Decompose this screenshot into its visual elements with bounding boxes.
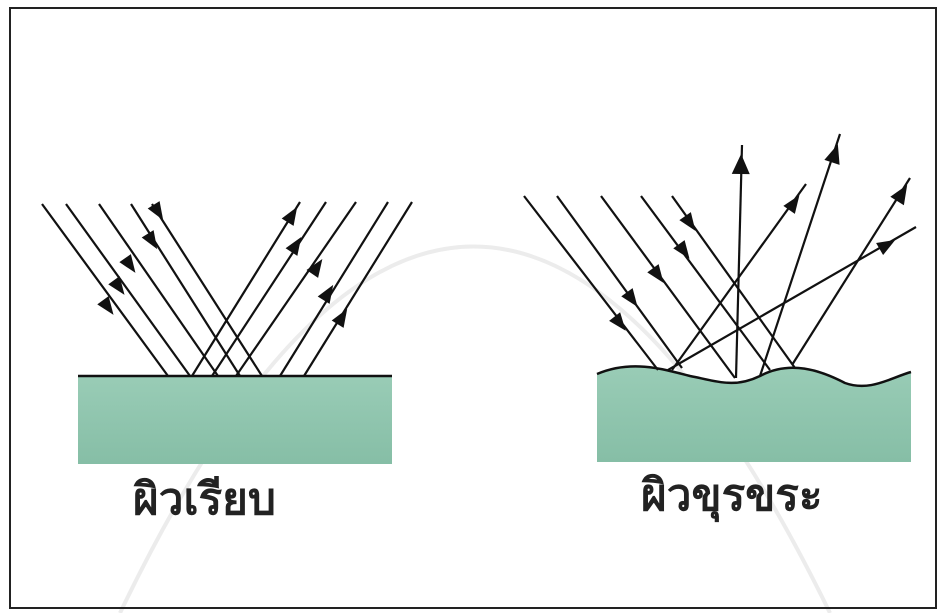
- arrowhead-icon: [306, 259, 323, 278]
- arrowhead-icon: [824, 144, 840, 165]
- smooth-reflected-rays: [191, 201, 413, 377]
- rough-incident-rays: [523, 195, 796, 379]
- rough-incident-ray: [640, 195, 771, 371]
- smooth-surface: [78, 374, 392, 464]
- smooth-reflected-ray: [235, 201, 357, 377]
- diagram-border: [9, 7, 937, 609]
- arrowhead-icon: [141, 230, 158, 250]
- arrowhead-icon: [285, 236, 302, 256]
- smooth-incident-ray: [151, 203, 263, 377]
- rough-surface-label: ผิวขุรขระ: [641, 470, 823, 521]
- rough-incident-ray: [523, 195, 659, 371]
- rough-arrowheads: [609, 144, 908, 331]
- arrowhead-icon: [890, 184, 908, 206]
- arrowhead-icon: [731, 154, 750, 175]
- rough-surface-block: [597, 366, 911, 462]
- arrowhead-icon: [621, 288, 638, 307]
- smooth-arrowheads: [97, 201, 348, 328]
- rough-scattered-ray: [734, 144, 744, 379]
- rough-scattered-ray: [667, 226, 917, 371]
- smooth-reflected-ray: [211, 201, 327, 377]
- smooth-incident-ray: [65, 203, 191, 377]
- smooth-reflected-ray: [191, 201, 301, 377]
- smooth-reflected-ray: [279, 201, 389, 377]
- smooth-incident-ray: [98, 203, 219, 377]
- rough-scattered-ray: [791, 177, 911, 366]
- smooth-incident-ray: [130, 203, 241, 377]
- arrowhead-icon: [281, 206, 298, 226]
- arrowhead-icon: [679, 212, 696, 231]
- smooth-surface-block: [78, 376, 392, 464]
- arrowhead-icon: [647, 264, 664, 283]
- rough-incident-ray: [600, 195, 736, 379]
- rough-scattered-ray: [671, 183, 807, 371]
- arrowhead-icon: [317, 284, 334, 304]
- rough-incident-ray: [556, 195, 683, 369]
- smooth-surface-label: ผิวเรียบ: [133, 474, 276, 525]
- rough-surface: [596, 365, 912, 462]
- arrowhead-icon: [331, 308, 348, 328]
- rough-scattered-ray: [758, 133, 842, 377]
- arrowhead-icon: [119, 254, 136, 273]
- arrowhead-icon: [147, 201, 164, 221]
- arrowhead-icon: [876, 240, 896, 256]
- arrowhead-icon: [97, 296, 114, 315]
- arrowhead-icon: [609, 312, 626, 331]
- arrowhead-icon: [783, 195, 800, 214]
- smooth-incident-rays: [41, 203, 263, 377]
- smooth-reflected-ray: [303, 201, 413, 377]
- arrowhead-icon: [108, 276, 125, 295]
- arrowhead-icon: [673, 240, 690, 259]
- smooth-incident-ray: [41, 203, 169, 377]
- rough-scattered-rays: [667, 133, 917, 379]
